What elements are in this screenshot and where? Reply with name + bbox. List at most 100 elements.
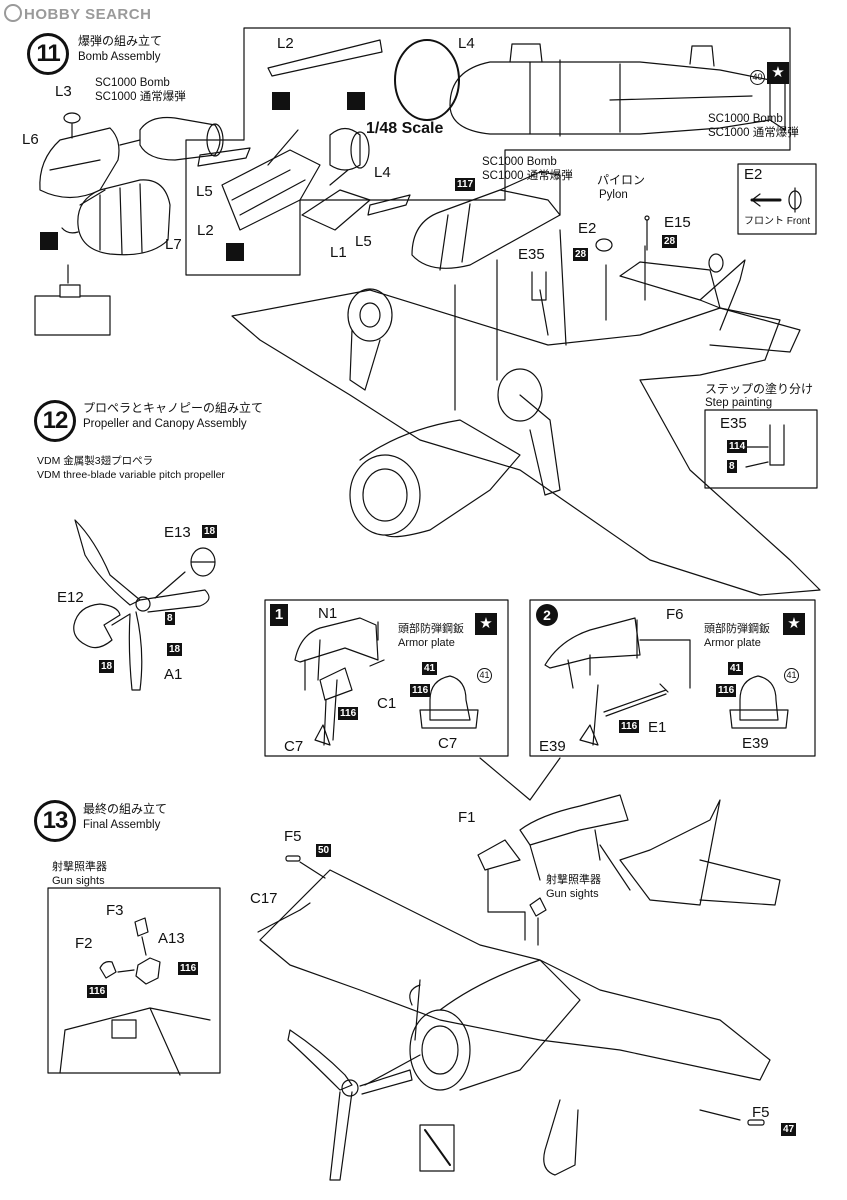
step-12-title-ja: プロペラとキャノピーの組み立て	[83, 401, 264, 415]
big-bomb-label-en: SC1000 Bomb	[708, 113, 783, 125]
star-icon: ★	[475, 613, 497, 635]
logo-icon	[4, 4, 22, 22]
part-L4-right: L4	[374, 164, 391, 181]
step-11-title-en: Bomb Assembly	[78, 51, 161, 63]
part-A13: A13	[158, 930, 185, 947]
pylon-label-en: Pylon	[599, 189, 628, 201]
part-E35: E35	[518, 246, 545, 263]
step-paint-ja: ステップの塗り分け	[705, 382, 814, 396]
step-11-number: 11	[36, 40, 60, 67]
part-N1: N1	[318, 605, 338, 622]
part-E15: E15	[664, 214, 691, 231]
paint-code-e2: 28	[573, 248, 589, 261]
part-L1: L1	[330, 244, 347, 261]
prop-label-en: VDM three-blade variable pitch propeller	[37, 469, 225, 481]
part-L7: L7	[165, 236, 182, 253]
bomb-label-en: SC1000 Bomb	[95, 77, 170, 89]
part-L2-bottom: L2	[197, 222, 214, 239]
paint-code-e15: 28	[662, 235, 678, 248]
paint-code-a13: 116	[178, 962, 199, 975]
star-icon: ★	[783, 613, 805, 635]
cutter-icon	[272, 92, 290, 110]
paint-code-41: 41	[422, 662, 438, 675]
armor-1-en: Armor plate	[398, 637, 455, 649]
part-L2-top: L2	[277, 35, 294, 52]
part-L3: L3	[55, 83, 72, 100]
step-12-number: 12	[42, 407, 69, 434]
part-L5-left: L5	[196, 183, 213, 200]
step-13-title-en: Final Assembly	[83, 819, 161, 831]
paint-code-f5-bottom: 47	[781, 1123, 797, 1136]
prop-label-ja: VDM 金属製3翅プロペラ	[37, 455, 154, 467]
step-13-badge: 13	[34, 800, 76, 842]
paint-code-blade: 8	[165, 612, 175, 625]
step-paint-part: E35	[720, 415, 747, 432]
paint-code-114: 114	[727, 440, 748, 453]
armor-2-part: E39	[742, 735, 769, 752]
front-box-text: フロント Front	[744, 216, 811, 227]
armor-1-ja: 頭部防弾鋼鈑	[398, 623, 464, 635]
paint-code-f5-top: 50	[316, 844, 332, 857]
cutter-icon	[226, 243, 244, 261]
big-bomb-label-ja: SC1000 通常爆弾	[708, 127, 799, 139]
step-12-badge: 12	[34, 400, 76, 442]
step-12-title-en: Propeller and Canopy Assembly	[83, 418, 247, 430]
gun-sights-en: Gun sights	[52, 875, 105, 887]
paint-code-41-b: 41	[728, 662, 744, 675]
watermark: HOBBY SEARCH	[4, 4, 151, 23]
armor-2-en: Armor plate	[704, 637, 761, 649]
paint-code-c1: 116	[338, 707, 359, 720]
cutter-icon	[40, 232, 58, 250]
paint-code-8: 8	[727, 460, 737, 473]
star-icon: ★	[767, 62, 789, 84]
step-11-badge: 11	[27, 33, 69, 75]
part-C7: C7	[284, 738, 304, 755]
mount-bomb-label-en: SC1000 Bomb	[482, 156, 557, 168]
part-L5-right: L5	[355, 233, 372, 250]
step-11-title-ja: 爆弾の組み立て	[78, 34, 163, 48]
paint-circle-41-b: 41	[784, 668, 799, 683]
part-E2: E2	[578, 220, 597, 237]
part-F6: F6	[666, 606, 684, 623]
step-13-title-ja: 最終の組み立て	[83, 802, 168, 816]
bomb-label-ja: SC1000 通常爆弾	[95, 91, 186, 103]
decal-40: 40	[750, 70, 765, 85]
scale-label: 1/48 Scale	[366, 120, 444, 137]
part-L4-top: L4	[458, 35, 475, 52]
part-F5-bottom: F5	[752, 1104, 770, 1121]
part-C17: C17	[250, 890, 278, 907]
part-F3: F3	[106, 902, 124, 919]
part-F2: F2	[75, 935, 93, 952]
part-A1: A1	[164, 666, 183, 683]
gun-sights-2-en: Gun sights	[546, 888, 599, 900]
part-E12: E12	[57, 589, 84, 606]
paint-code-e12: 18	[99, 660, 115, 673]
paint-code-e13: 18	[202, 525, 218, 538]
paint-code-116-b: 116	[716, 684, 737, 697]
part-F1: F1	[458, 809, 476, 826]
step-13-number: 13	[42, 807, 69, 834]
part-C1: C1	[377, 695, 397, 712]
watermark-text: HOBBY SEARCH	[24, 6, 152, 23]
front-box-label: E2	[744, 166, 763, 183]
cutter-icon	[347, 92, 365, 110]
canopy-1-badge: 1	[270, 604, 288, 626]
part-E39: E39	[539, 738, 566, 755]
pylon-label-ja: パイロン	[597, 173, 646, 187]
armor-1-part: C7	[438, 735, 458, 752]
step-paint-en: Step painting	[705, 397, 773, 409]
paint-code-f2: 116	[87, 985, 108, 998]
paint-code-117: 117	[455, 178, 476, 191]
paint-code-e1: 116	[619, 720, 640, 733]
part-L6: L6	[22, 131, 39, 148]
paint-circle-41: 41	[477, 668, 492, 683]
part-F5-top: F5	[284, 828, 302, 845]
canopy-2-badge: 2	[536, 604, 558, 626]
paint-code-a1: 18	[167, 643, 183, 656]
part-E13: E13	[164, 524, 191, 541]
part-E1: E1	[648, 719, 667, 736]
armor-2-ja: 頭部防弾鋼鈑	[704, 623, 770, 635]
paint-code-116: 116	[410, 684, 431, 697]
gun-sights-2-ja: 射撃照準器	[546, 874, 601, 886]
